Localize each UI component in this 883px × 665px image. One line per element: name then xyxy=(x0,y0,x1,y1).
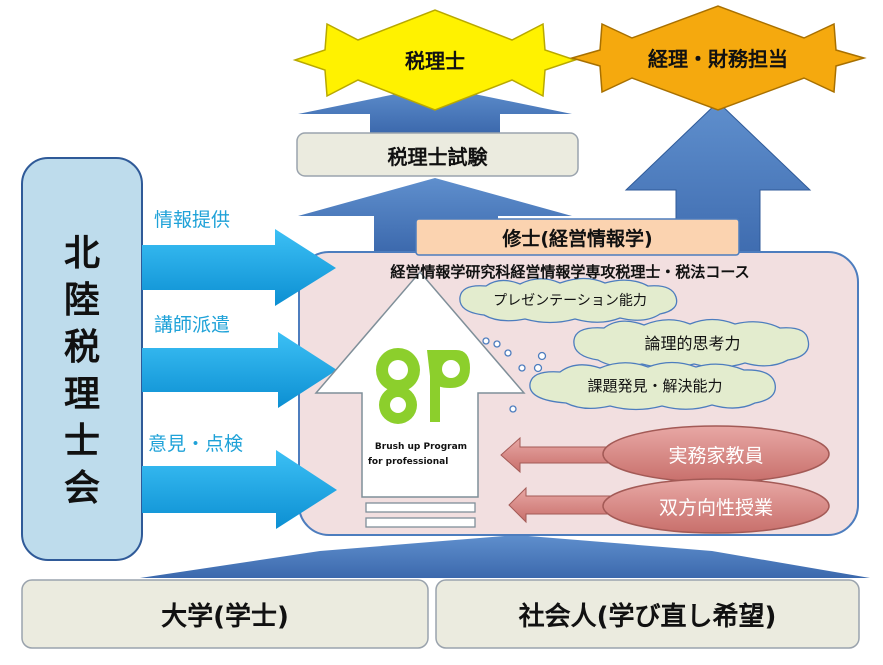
course-title: 経営情報学研究科経営情報学専攻税理士・税法コース xyxy=(390,262,750,281)
association-char: 士 xyxy=(63,421,100,462)
method-practitioner-faculty: 実務家教員 xyxy=(668,444,764,467)
association-char: 税 xyxy=(63,327,100,368)
exam-box xyxy=(296,132,579,177)
method-arrow-2 xyxy=(508,486,615,524)
support-arrow-3 xyxy=(142,450,337,529)
degree-label: 修士(経営情報学) xyxy=(502,227,653,250)
finance-star xyxy=(569,5,867,111)
exam-arrow xyxy=(298,178,572,252)
entry-arrow xyxy=(140,535,870,578)
association-name: 北 陸 税 理 士 会 xyxy=(24,230,140,512)
support-lecturer-dispatch: 講師派遣 xyxy=(154,313,231,336)
entry-university: 大学(学士) xyxy=(161,601,289,632)
goal-accounting-finance: 経理・財務担当 xyxy=(648,46,788,71)
exam-label: 税理士試験 xyxy=(387,144,488,169)
entry-working-adults: 社会人(学び直し希望) xyxy=(518,601,777,632)
support-arrow-2 xyxy=(142,332,337,408)
brushup-arrow xyxy=(314,270,526,498)
logo-line1: Brush up Program xyxy=(374,442,468,452)
logo-line2: for professional xyxy=(368,457,449,467)
method-arrow-1 xyxy=(500,436,615,474)
association-char: 陸 xyxy=(63,280,100,321)
support-arrow-1 xyxy=(142,229,336,306)
entry-box-working xyxy=(435,579,860,649)
association-char: 理 xyxy=(63,374,100,415)
association-char: 会 xyxy=(63,468,100,509)
skill-cloud-3 xyxy=(529,361,776,411)
tax-accountant-star xyxy=(292,9,578,111)
skill-presentation: プレゼンテーション能力 xyxy=(493,293,647,309)
program-logo-icon xyxy=(376,348,470,424)
skill-cloud-2 xyxy=(573,318,810,369)
support-review: 意見・点検 xyxy=(148,432,244,455)
support-info-provision: 情報提供 xyxy=(154,208,231,231)
method-interactive-class: 双方向性授業 xyxy=(658,496,773,519)
skill-problem-solving: 課題発見・解決能力 xyxy=(587,376,723,395)
brushup-bar-1 xyxy=(365,502,476,513)
skill-cloud-1 xyxy=(459,277,678,324)
skill-logical-thinking: 論理的思考力 xyxy=(644,334,741,353)
entry-box-university xyxy=(21,579,429,649)
goal-tax-accountant: 税理士 xyxy=(405,48,465,73)
degree-box xyxy=(415,218,740,256)
brushup-bar-2 xyxy=(365,517,476,528)
method-pill-2 xyxy=(602,478,830,534)
association-char: 北 xyxy=(63,233,100,274)
